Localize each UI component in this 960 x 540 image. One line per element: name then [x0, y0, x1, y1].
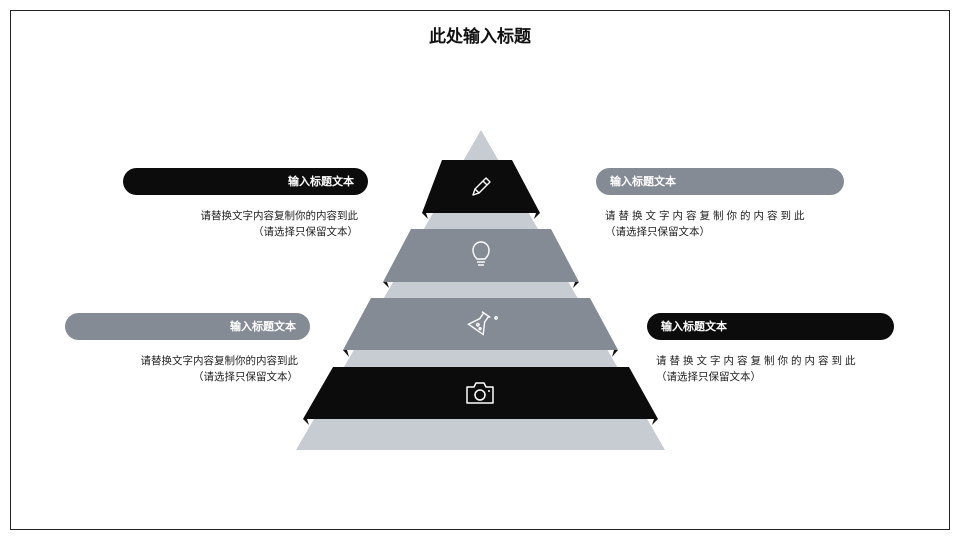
item-4-heading: 输入标题文本 — [647, 313, 894, 340]
tier-2-corner-right — [573, 282, 579, 288]
tier-1-corner-right — [534, 213, 540, 219]
item-4-description: 请替换文字内容复制你的内容到此 （请选择只保留文本） — [656, 353, 859, 385]
tier-4-corner-right — [652, 419, 658, 425]
item-4-line-2: （请选择只保留文本） — [656, 371, 761, 383]
item-3-heading: 输入标题文本 — [65, 313, 310, 340]
item-1-line-2: （请选择只保留文本） — [253, 226, 358, 238]
flask-icon — [467, 311, 498, 336]
item-1-heading: 输入标题文本 — [123, 168, 368, 195]
pencil-icon — [472, 177, 491, 196]
pyramid-tier-1 — [422, 160, 540, 213]
tier-3-corner-right — [612, 350, 618, 357]
camera-icon — [466, 382, 494, 404]
tier-1-corner-left — [422, 213, 428, 219]
item-3-description: 请替换文字内容复制你的内容到此 （请选择只保留文本） — [141, 353, 299, 385]
lightbulb-icon — [472, 241, 490, 266]
item-2-line-2: （请选择只保留文本） — [605, 226, 710, 238]
item-2-heading: 输入标题文本 — [596, 168, 844, 195]
pyramid-tier-2 — [383, 229, 579, 282]
item-2-line-1: 请替换文字内容复制你的内容到此 — [605, 210, 808, 222]
tier-4-corner-left — [303, 419, 309, 425]
item-4-line-1: 请替换文字内容复制你的内容到此 — [656, 355, 859, 367]
item-1-line-1: 请替换文字内容复制你的内容到此 — [200, 210, 359, 222]
item-1-description: 请替换文字内容复制你的内容到此 （请选择只保留文本） — [201, 208, 359, 240]
page-title: 此处输入标题 — [429, 27, 531, 47]
tier-3-corner-left — [343, 350, 349, 357]
pyramid-tier-4 — [303, 367, 658, 419]
tier-2-corner-left — [383, 282, 389, 288]
pyramid-tier-3 — [343, 298, 618, 350]
item-2-description: 请替换文字内容复制你的内容到此 （请选择只保留文本） — [605, 208, 808, 240]
item-3-line-1: 请替换文字内容复制你的内容到此 — [140, 355, 299, 367]
slide-frame — [10, 10, 950, 530]
item-3-line-2: （请选择只保留文本） — [193, 371, 298, 383]
